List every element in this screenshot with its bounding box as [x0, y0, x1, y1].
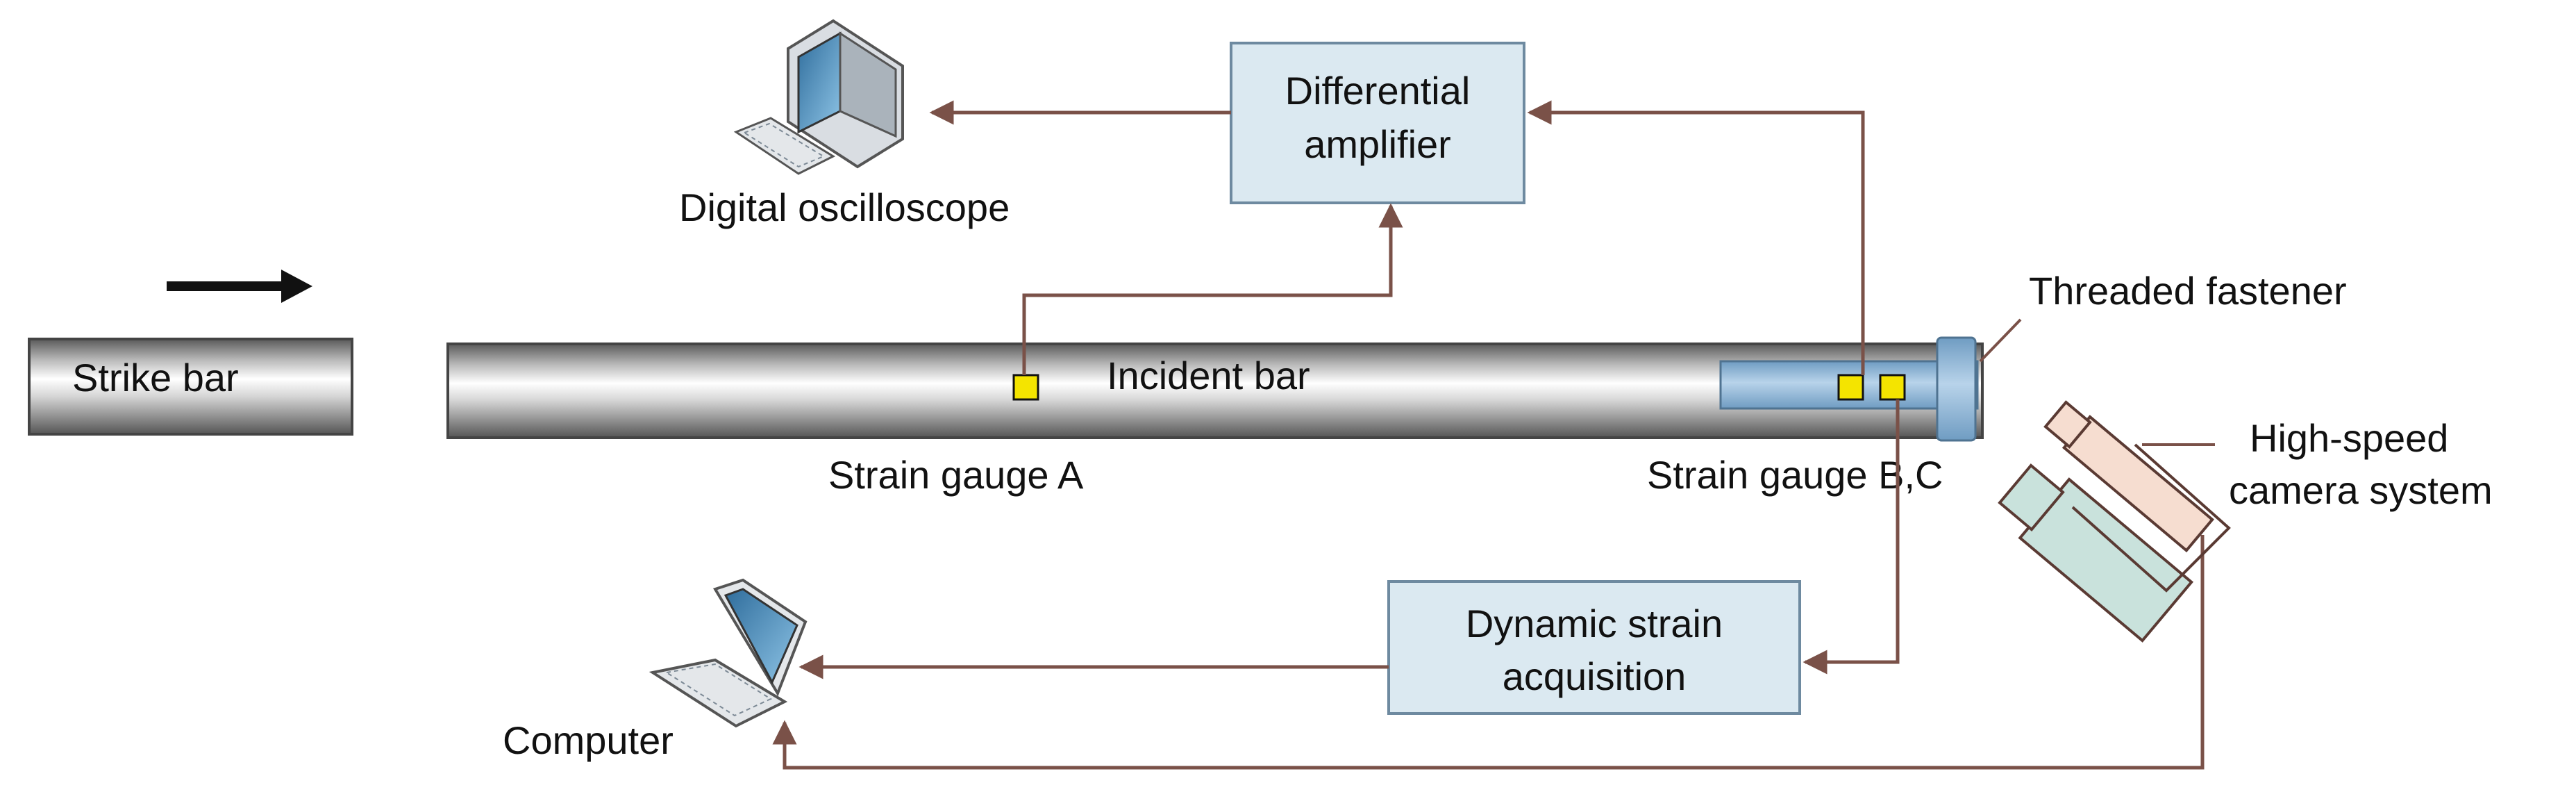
camera-label-line1: High-speed [2250, 416, 2448, 460]
strike-bar-label: Strike bar [72, 356, 239, 399]
differential-amplifier-line1: Differential [1285, 69, 1471, 113]
high-speed-camera-icon: High-speed camera system [1998, 400, 2493, 643]
camera-label-line2: camera system [2229, 468, 2493, 512]
threaded-fastener-label: Threaded fastener [2029, 269, 2347, 313]
computer-icon: Computer [503, 578, 808, 762]
dynamic-strain-acquisition-box: Dynamic strain acquisition [1387, 580, 1801, 715]
strain-gauge-a [1012, 374, 1039, 401]
computer-label: Computer [503, 718, 674, 762]
wire-gauge-a-to-amplifier [1022, 203, 1403, 375]
strike-bar: Strike bar [28, 338, 353, 436]
differential-amplifier-box: Differential amplifier [1230, 42, 1525, 204]
dynamic-strain-acquisition-line1: Dynamic strain [1466, 602, 1723, 645]
wire-camera-to-computer [772, 535, 2205, 770]
threaded-fastener: Threaded fastener [1719, 269, 2347, 442]
fastener-leader-line [1979, 318, 2022, 363]
digital-oscilloscope-label: Digital oscilloscope [679, 185, 1010, 229]
incident-bar-label: Incident bar [1107, 354, 1310, 397]
oscilloscope-icon: Digital oscilloscope [679, 19, 1010, 229]
dynamic-strain-acquisition-line2: acquisition [1503, 654, 1687, 698]
differential-amplifier-line2: amplifier [1304, 122, 1451, 166]
signal-wires [772, 100, 2205, 770]
wire-gauge-b-to-amplifier [1527, 100, 1865, 375]
strain-gauge-c [1879, 374, 1906, 401]
strain-gauge-bc-label: Strain gauge B,C [1647, 453, 1943, 497]
strain-gauge-a-label: Strain gauge A [828, 453, 1084, 497]
wire-gauge-c-to-acquisition [1803, 399, 1900, 675]
impact-direction-arrow [167, 270, 312, 303]
strain-gauge-b [1837, 374, 1864, 401]
